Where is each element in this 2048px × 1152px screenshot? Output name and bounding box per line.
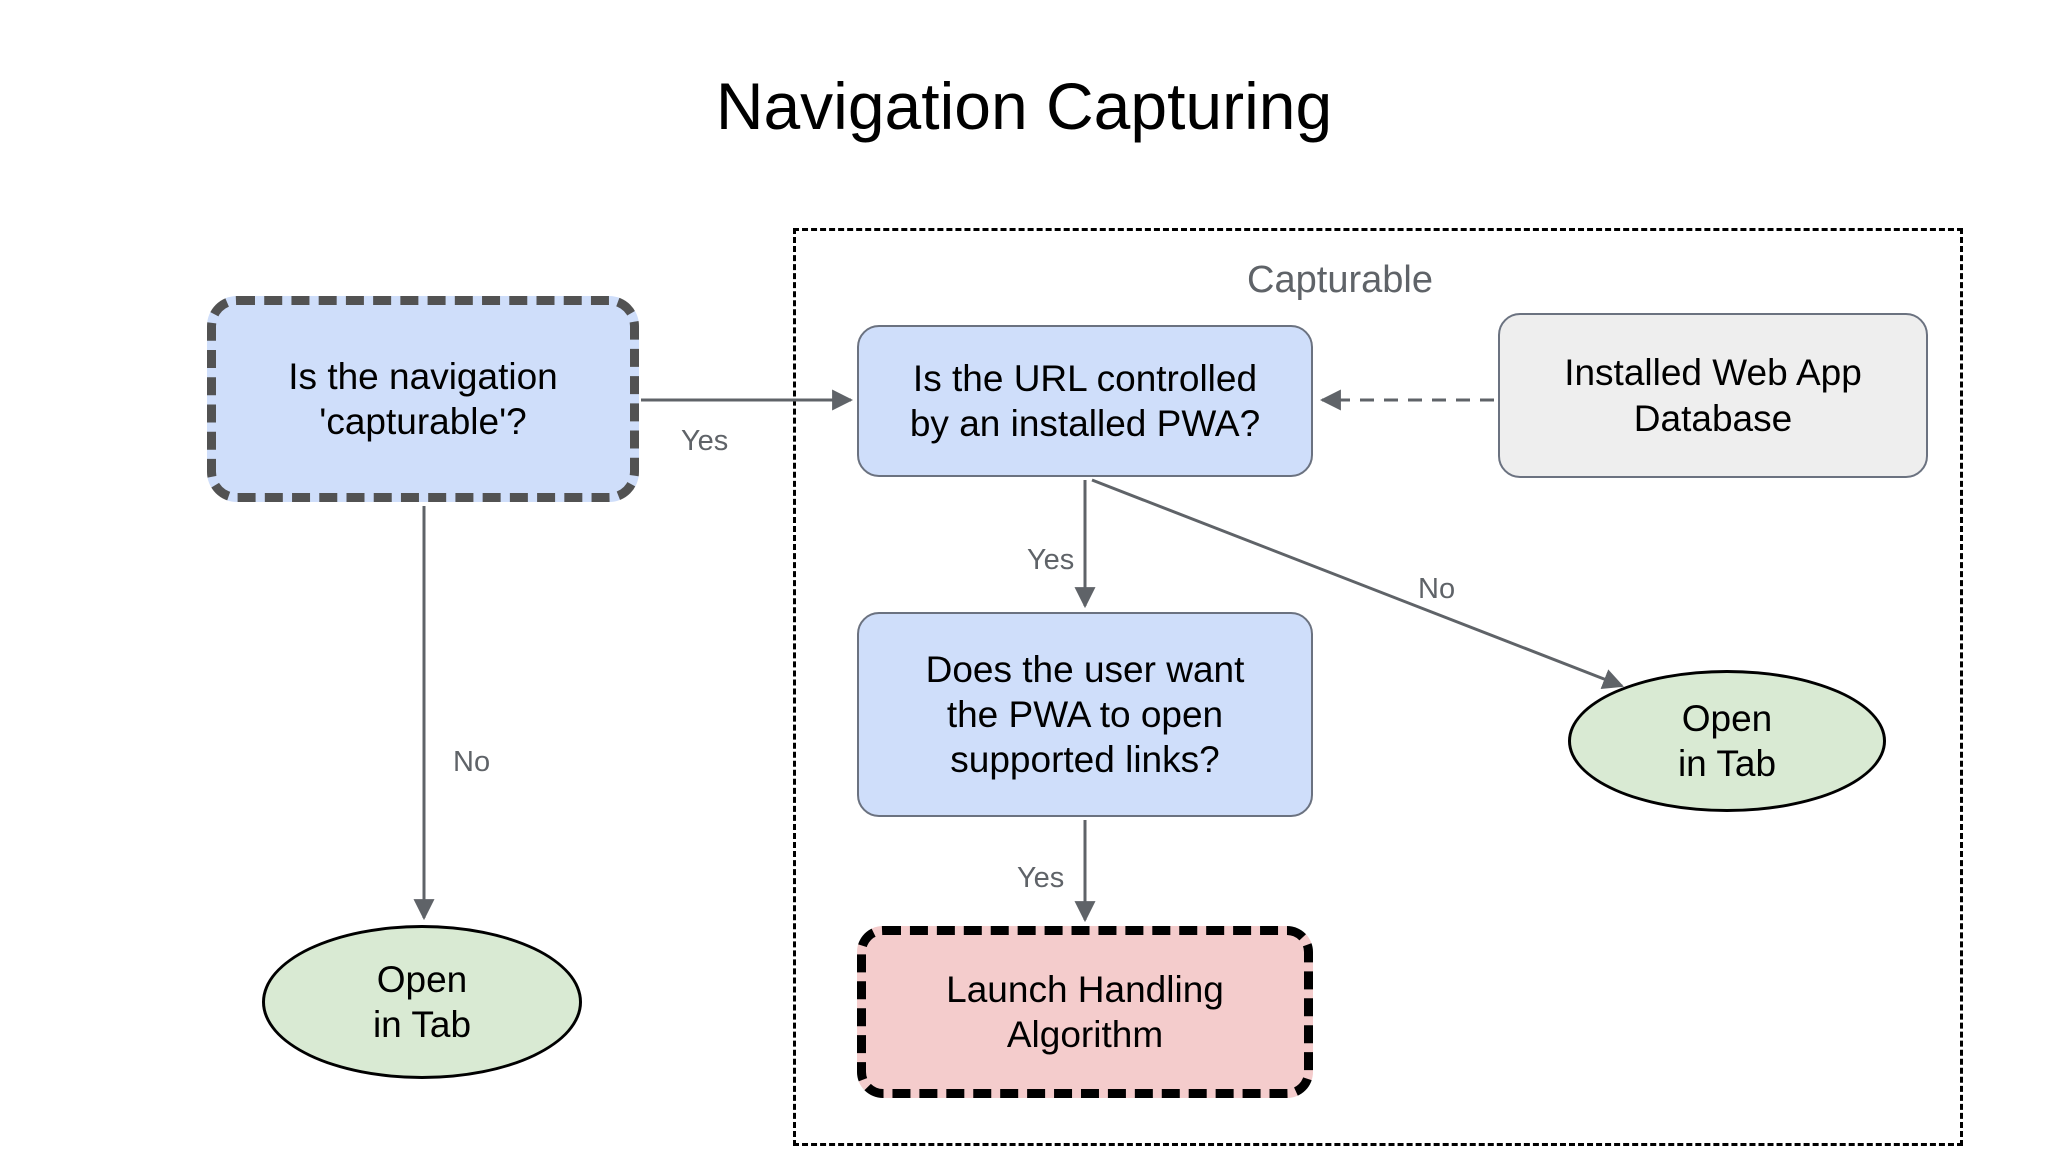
node-label: Installed Web App Database: [1564, 352, 1862, 439]
edge-label-wants-yes: Yes: [1017, 862, 1065, 894]
node-label: Is the navigation 'capturable'?: [288, 355, 558, 442]
edge-label-capturable-yes: Yes: [681, 425, 729, 457]
capturable-group-container: [793, 228, 1963, 1146]
node-label: Is the URL controlled by an installed PW…: [909, 357, 1261, 444]
node-does-user-want-pwa-open-links[interactable]: Does the user want the PWA to open suppo…: [857, 612, 1313, 817]
node-label: Open in Tab: [1677, 697, 1777, 784]
node-is-navigation-capturable[interactable]: Is the navigation 'capturable'?: [207, 296, 639, 502]
edge-label-capturable-no: No: [453, 746, 491, 778]
node-label: Launch Handling Algorithm: [946, 968, 1224, 1055]
node-launch-handling-algorithm[interactable]: Launch Handling Algorithm: [857, 926, 1313, 1098]
page-title: Navigation Capturing: [715, 69, 1333, 143]
node-is-url-controlled-by-pwa[interactable]: Is the URL controlled by an installed PW…: [857, 325, 1313, 477]
capturable-group-label: Capturable: [1247, 259, 1433, 301]
node-label: Open in Tab: [372, 958, 472, 1045]
node-installed-web-app-database[interactable]: Installed Web App Database: [1498, 313, 1928, 478]
node-label: Does the user want the PWA to open suppo…: [925, 648, 1245, 781]
node-open-in-tab-left[interactable]: Open in Tab: [262, 925, 582, 1079]
edge-label-url-yes: Yes: [1027, 544, 1075, 576]
node-open-in-tab-right[interactable]: Open in Tab: [1568, 670, 1886, 812]
edge-label-url-no: No: [1418, 573, 1456, 605]
